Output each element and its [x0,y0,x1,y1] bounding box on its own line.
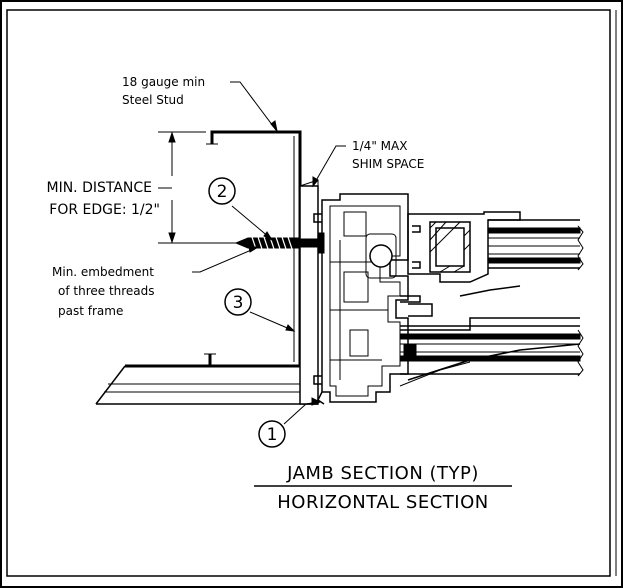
wall-slab [95,364,318,405]
callout-1-number: 1 [267,425,278,445]
inner-border [6,9,611,577]
leaders [192,81,346,425]
shim-label-line1: 1/4" MAX [352,139,407,153]
edge-distance-dimension [158,131,240,244]
window-frame [313,193,409,405]
callout-2-number: 2 [217,182,228,202]
callout-3: 3 [224,288,252,316]
min-distance-label-line1: MIN. DISTANCE [46,180,152,196]
callout-2: 2 [208,177,236,205]
sash-frame [399,211,581,387]
min-distance-label-line2: FOR EDGE: 1/2" [49,202,160,218]
callout-1: 1 [258,420,286,448]
section-title: JAMB SECTION (TYP) [286,463,479,484]
glazing-lower [399,325,584,377]
embedment-label-line1: Min. embedment [52,265,154,279]
section-subtitle: HORIZONTAL SECTION [277,492,488,513]
callout-3-number: 3 [233,293,244,313]
steel-stud-label-line1: 18 gauge min [122,75,205,89]
steel-stud-label-line2: Steel Stud [122,93,184,107]
shim-label-line2: SHIM SPACE [352,157,424,171]
embedment-label-line2: of three threads [58,284,155,298]
anchor-screw [234,232,325,254]
embedment-label-line3: past frame [58,304,123,318]
glazing-upper [487,219,584,271]
